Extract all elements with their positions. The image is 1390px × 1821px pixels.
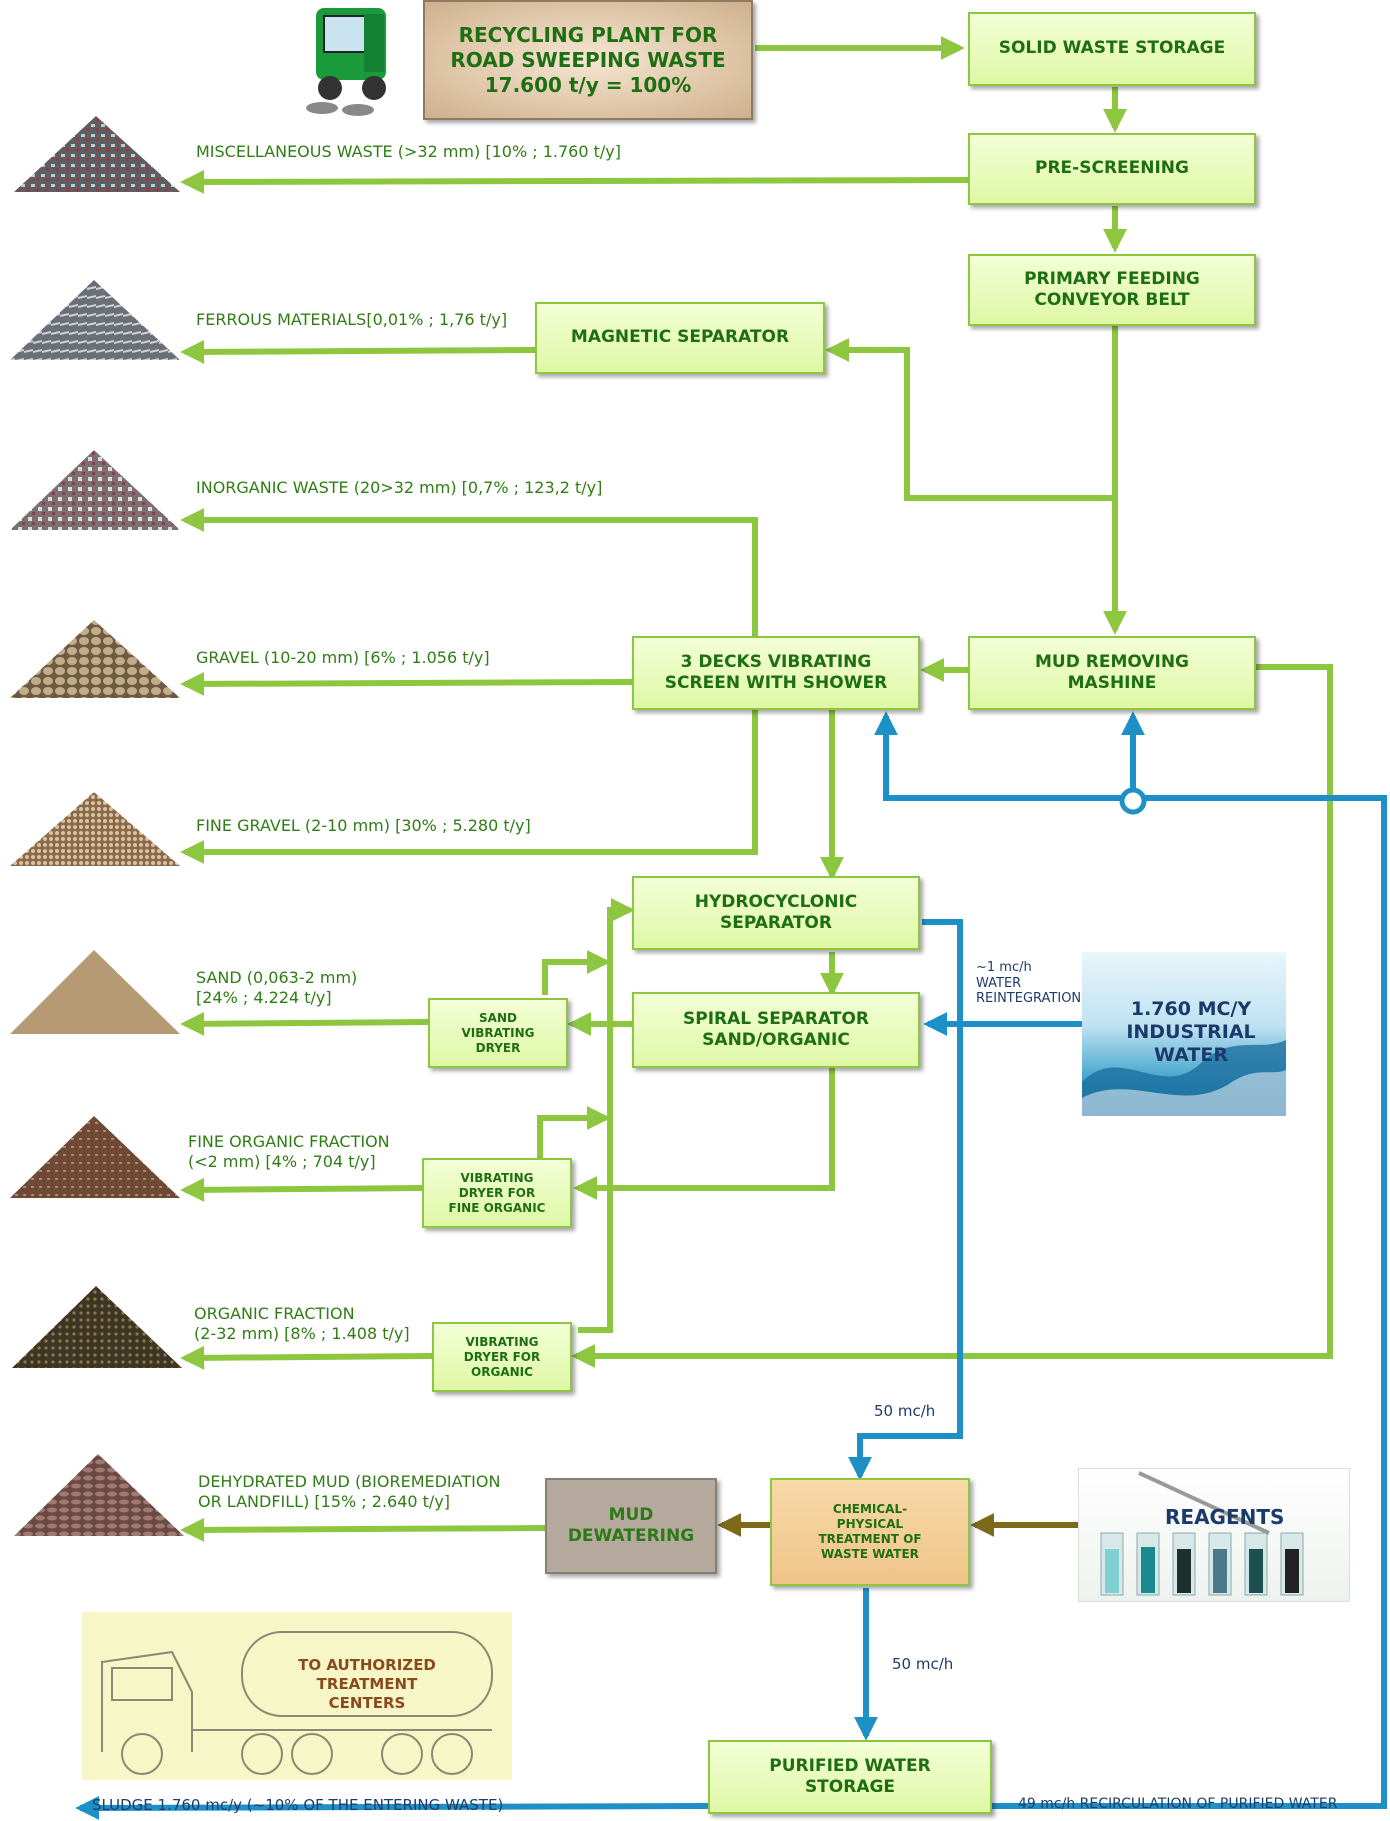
inorganic-heap-icon: [10, 450, 180, 530]
organic-heap-icon: [12, 1286, 182, 1368]
water-hydrocyclone-to-treatment: [848, 919, 963, 1481]
inorganic-label: INORGANIC WASTE (20>32 mm) [0,7% ; 123,2…: [196, 478, 603, 497]
flow-in-rate-label: 50 mc/h: [874, 1402, 936, 1420]
plant-title-text: RECYCLING PLANT FOR ROAD SWEEPING WASTE …: [450, 22, 726, 97]
recirculation-label: 49 mc/h RECIRCULATION OF PURIFIED WATER: [1018, 1796, 1338, 1812]
solid-waste-storage-box: SOLID WASTE STORAGE: [968, 12, 1256, 86]
organic-dryer-box: VIBRATING DRYER FOR ORGANIC: [432, 1322, 572, 1392]
flow-organic-dryer-to-organic: [180, 1345, 433, 1370]
truck-panel: TO AUTHORIZED TREATMENT CENTERS: [82, 1612, 512, 1780]
flow-screen-to-fine-gravel: [180, 710, 758, 864]
pre-screening-box: PRE-SCREENING: [968, 133, 1256, 205]
chemical-treatment-box: CHEMICAL- PHYSICAL TREATMENT OF WASTE WA…: [770, 1478, 970, 1586]
flow-spiral-to-fine-organic-dryer: [573, 1068, 835, 1200]
gravel-heap-icon: [10, 620, 180, 698]
gravel-label: GRAVEL (10-20 mm) [6% ; 1.056 t/y]: [196, 648, 490, 667]
sludge-label: SLUDGE 1.760 mc/y (~10% OF THE ENTERING …: [92, 1796, 504, 1814]
spiral-separator-box: SPIRAL SEPARATOR SAND/ORGANIC: [632, 992, 920, 1068]
sludge-outflow: [75, 1795, 709, 1820]
sand-heap-icon: [10, 950, 180, 1034]
sand-label: SAND (0,063-2 mm) [24% ; 4.224 t/y]: [196, 968, 358, 1007]
primary-feeding-box: PRIMARY FEEDING CONVEYOR BELT: [968, 254, 1256, 326]
purified-water-box: PURIFIED WATER STORAGE: [708, 1740, 992, 1814]
flow-fine-dryer-to-fine-organic: [180, 1177, 423, 1202]
magnetic-separator-box: MAGNETIC SEPARATOR: [535, 302, 825, 374]
water-junction-node: [1119, 787, 1147, 815]
industrial-water-label: 1.760 MC/Y INDUSTRIAL WATER: [1126, 998, 1256, 1066]
fine-organic-dryer-box: VIBRATING DRYER FOR FINE ORGANIC: [422, 1158, 572, 1228]
recycling-plant-title: RECYCLING PLANT FOR ROAD SWEEPING WASTE …: [423, 0, 753, 120]
flow-prescreen-to-misc: [180, 169, 971, 194]
wave-icon: [1082, 1040, 1286, 1116]
flow-sand-dryer-to-sand: [180, 1011, 429, 1036]
organic-label: ORGANIC FRACTION (2-32 mm) [8% ; 1.408 t…: [194, 1304, 410, 1343]
fine-gravel-heap-icon: [10, 792, 180, 866]
tanker-truck-icon: [101, 1631, 493, 1775]
flow-dewatering-to-mud: [180, 1517, 546, 1542]
flow-sand-dryer-return: [542, 950, 611, 995]
mud-heap-icon: [14, 1454, 184, 1536]
truck-destination-label: TO AUTHORIZED TREATMENT CENTERS: [298, 1656, 436, 1712]
reagents-panel: REAGENTS: [1078, 1468, 1350, 1602]
misc-waste-label: MISCELLANEOUS WASTE (>32 mm) [10% ; 1.76…: [196, 142, 621, 161]
mud-dewatering-box: MUD DEWATERING: [545, 1478, 717, 1574]
flow-to-magnetic: [825, 338, 1115, 501]
water-recirculation-loop: [874, 711, 1387, 1809]
hydrocyclonic-separator-box: HYDROCYCLONIC SEPARATOR: [632, 876, 920, 950]
mud-removing-box: MUD REMOVING MASHINE: [968, 636, 1256, 710]
test-tubes-icon: [1100, 1471, 1304, 1596]
fine-organic-heap-icon: [10, 1116, 180, 1198]
fine-organic-label: FINE ORGANIC FRACTION (<2 mm) [4% ; 704 …: [188, 1132, 390, 1171]
misc-waste-heap-icon: [14, 116, 180, 192]
reagents-label: REAGENTS: [1165, 1505, 1285, 1529]
flow-out-rate-label: 50 mc/h: [892, 1655, 954, 1673]
flow-screen-to-inorganic: [180, 508, 758, 636]
dehydrated-mud-label: DEHYDRATED MUD (BIOREMEDIATION OR LANDFI…: [198, 1472, 501, 1511]
fine-gravel-label: FINE GRAVEL (2-10 mm) [30% ; 5.280 t/y]: [196, 816, 531, 835]
flow-fine-dryer-return: [537, 1106, 611, 1160]
road-sweeper-icon: [306, 8, 386, 116]
flow-magnetic-to-ferrous: [180, 339, 536, 364]
water-reintegration-label: ~1 mc/h WATER REINTEGRATION: [976, 960, 1082, 1007]
ferrous-label: FERROUS MATERIALS[0,01% ; 1,76 t/y]: [196, 310, 508, 329]
vibrating-screen-box: 3 DECKS VIBRATING SCREEN WITH SHOWER: [632, 636, 920, 710]
flow-mud-machine-to-organic-dryer: [571, 664, 1333, 1368]
ferrous-heap-icon: [10, 280, 180, 360]
industrial-water-panel: 1.760 MC/Y INDUSTRIAL WATER: [1082, 952, 1286, 1116]
sand-dryer-box: SAND VIBRATING DRYER: [428, 998, 568, 1068]
flow-screen-to-gravel: [180, 671, 633, 696]
